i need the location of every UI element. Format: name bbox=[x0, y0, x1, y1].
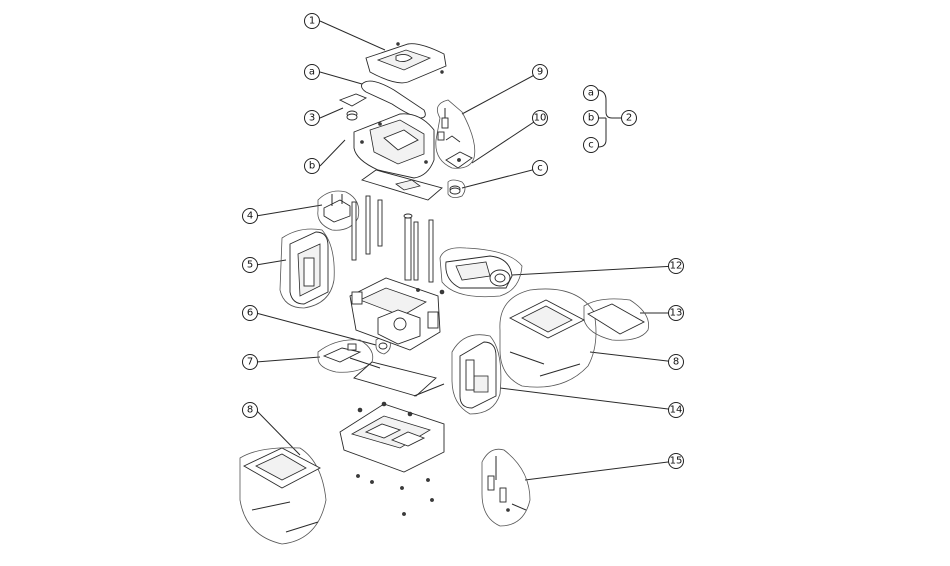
part-1-top-cover bbox=[365, 42, 447, 84]
callout-label: 3 bbox=[309, 113, 315, 124]
callout-circle bbox=[668, 402, 684, 418]
part-motor-assembly bbox=[349, 277, 445, 351]
callout-label: 14 bbox=[670, 405, 683, 416]
callouts: 1 a 3 b 9 10 c a b c 2 4 5 12 13 6 8 7 1… bbox=[242, 13, 684, 469]
part-8-right-table bbox=[509, 299, 585, 377]
part-base bbox=[339, 401, 445, 516]
callout-label: c bbox=[537, 163, 543, 174]
callout-circle bbox=[668, 453, 684, 469]
callout-circle bbox=[668, 258, 684, 274]
part-6-knob bbox=[378, 342, 388, 350]
callout-circle bbox=[583, 85, 599, 101]
callout-circle bbox=[242, 402, 258, 418]
part-10-plate bbox=[445, 151, 473, 169]
callout-a-top: a bbox=[304, 64, 320, 80]
callout-group-a: a bbox=[583, 85, 599, 101]
part-15-hardware bbox=[487, 456, 527, 512]
callout-circle bbox=[304, 158, 320, 174]
part-5-side-panel bbox=[289, 231, 329, 305]
callout-label: 13 bbox=[670, 308, 683, 319]
callout-c-mid: c bbox=[532, 160, 548, 176]
callout-circle bbox=[304, 64, 320, 80]
part-c-knob bbox=[449, 185, 461, 195]
callout-9: 9 bbox=[532, 64, 548, 80]
callout-circle bbox=[583, 137, 599, 153]
callout-6: 6 bbox=[242, 305, 258, 321]
part-lower-plate bbox=[349, 357, 445, 397]
part-9-components bbox=[437, 108, 461, 143]
callout-label: b bbox=[588, 113, 594, 124]
callout-8-left: 8 bbox=[242, 402, 258, 418]
callout-label: 9 bbox=[537, 67, 543, 78]
callout-circle bbox=[668, 305, 684, 321]
callout-3: 3 bbox=[304, 110, 320, 126]
callout-circle bbox=[242, 354, 258, 370]
callout-circle bbox=[242, 305, 258, 321]
callout-label: 6 bbox=[247, 308, 253, 319]
part-4-bracket bbox=[323, 194, 351, 223]
callout-label: 1 bbox=[309, 16, 315, 27]
callout-2: 2 bbox=[621, 110, 637, 126]
part-14-side-panel bbox=[459, 341, 497, 409]
callout-1: 1 bbox=[304, 13, 320, 29]
callout-label: 2 bbox=[626, 113, 632, 124]
part-head-housing bbox=[353, 113, 435, 179]
callout-8-right: 8 bbox=[668, 354, 684, 370]
callout-5: 5 bbox=[242, 257, 258, 273]
callout-12: 12 bbox=[668, 258, 684, 274]
callout-label: 8 bbox=[247, 405, 253, 416]
callout-14: 14 bbox=[668, 402, 684, 418]
callout-label: a bbox=[588, 88, 594, 99]
callout-13: 13 bbox=[668, 305, 684, 321]
callout-label: 4 bbox=[247, 211, 253, 222]
callout-circle bbox=[242, 257, 258, 273]
part-a-drive-belt bbox=[361, 80, 426, 119]
part-8-left-table bbox=[243, 447, 321, 533]
callout-7: 7 bbox=[242, 354, 258, 370]
callout-circle bbox=[583, 110, 599, 126]
part-columns bbox=[351, 195, 434, 283]
callout-label: 12 bbox=[670, 261, 683, 272]
callout-circle bbox=[621, 110, 637, 126]
callout-label: b bbox=[309, 161, 315, 172]
callout-group-b: b bbox=[583, 110, 599, 126]
callout-label: a bbox=[309, 67, 315, 78]
callout-circle bbox=[304, 13, 320, 29]
callout-circle bbox=[532, 110, 548, 126]
part-3-bracket bbox=[338, 93, 368, 121]
callout-circle bbox=[532, 64, 548, 80]
callout-group-c: c bbox=[583, 137, 599, 153]
callout-label: 10 bbox=[534, 113, 547, 124]
callout-label: 8 bbox=[673, 357, 679, 368]
callout-b-mid: b bbox=[304, 158, 320, 174]
callout-10: 10 bbox=[532, 110, 548, 126]
callout-15: 15 bbox=[668, 453, 684, 469]
callout-label: c bbox=[588, 140, 594, 151]
part-13-plate bbox=[587, 303, 645, 335]
callout-label: 15 bbox=[670, 456, 683, 467]
leader-lines bbox=[255, 20, 677, 481]
part-cutter-plate bbox=[360, 169, 443, 201]
callout-circle bbox=[242, 208, 258, 224]
callout-circle bbox=[668, 354, 684, 370]
callout-label: 5 bbox=[247, 260, 253, 271]
callout-circle bbox=[532, 160, 548, 176]
callout-4: 4 bbox=[242, 208, 258, 224]
part-7-switch bbox=[322, 343, 362, 363]
group-outlines bbox=[239, 99, 649, 545]
callout-circle bbox=[304, 110, 320, 126]
callout-label: 7 bbox=[247, 357, 253, 368]
part-12-roller bbox=[445, 255, 513, 289]
